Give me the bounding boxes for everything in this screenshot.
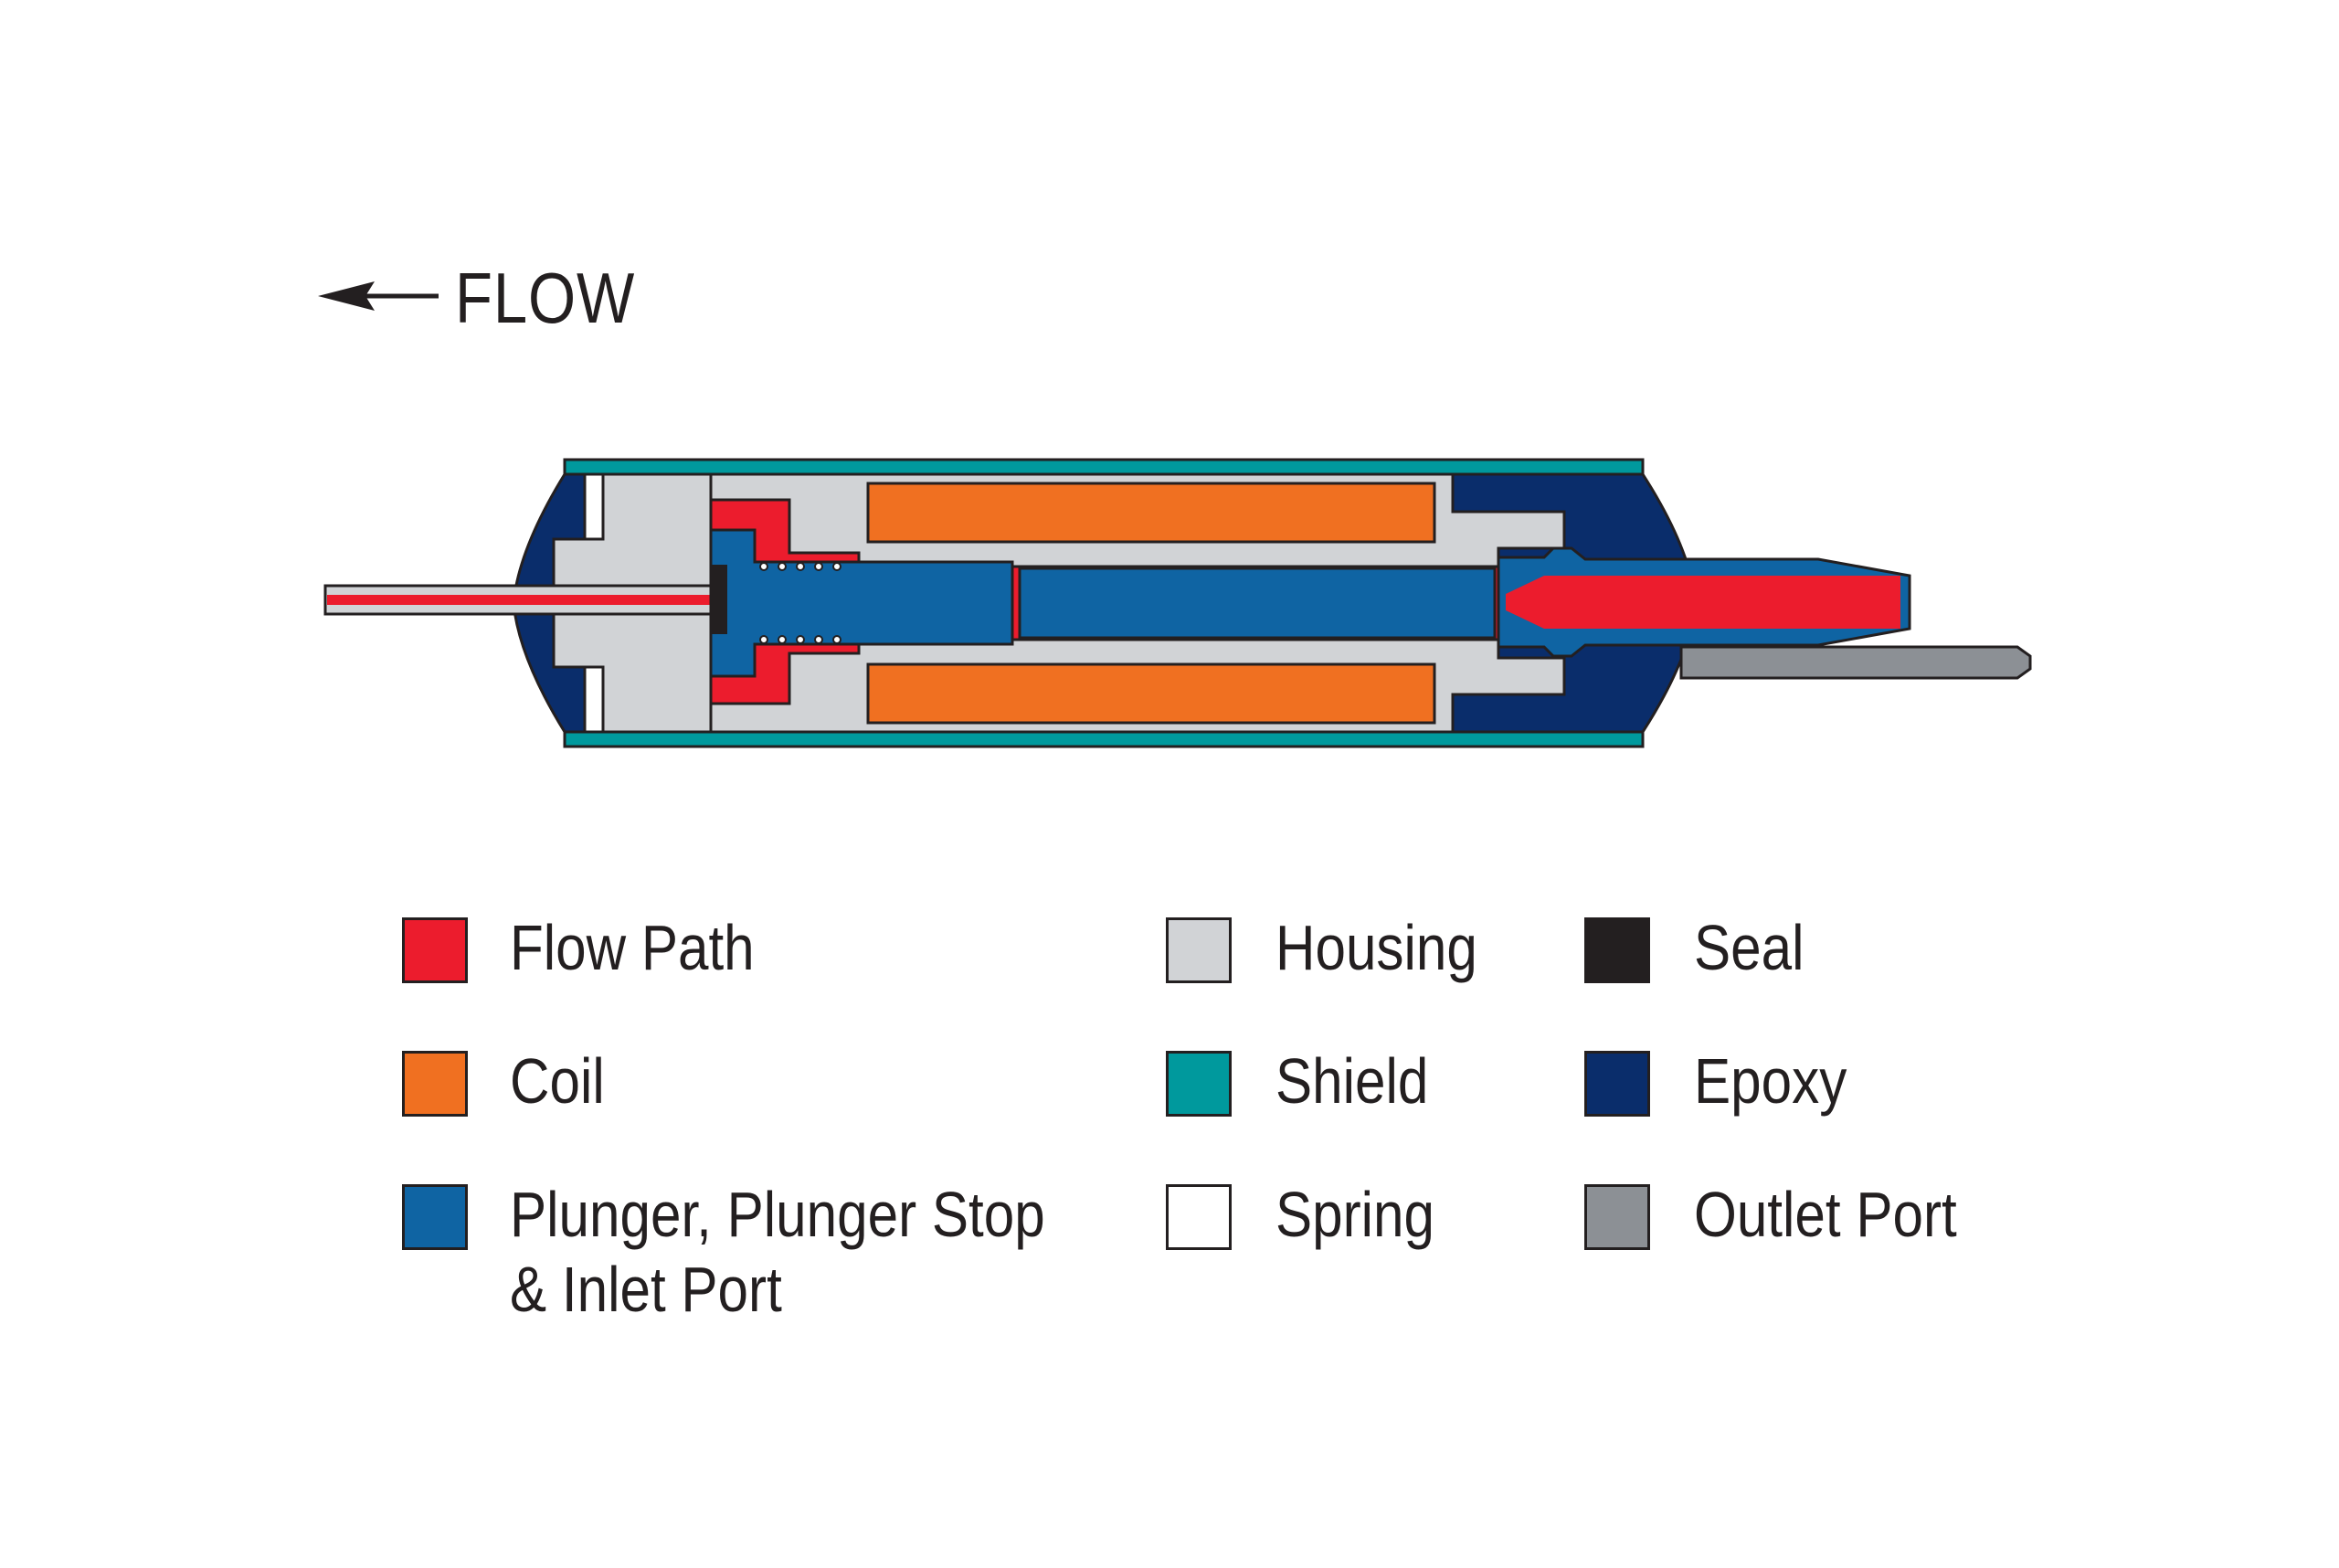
coil-bottom	[866, 662, 1436, 725]
shield-bottom	[563, 730, 1645, 748]
inlet-tube-flow	[327, 595, 711, 605]
spring	[759, 562, 841, 644]
plunger	[1018, 567, 1497, 640]
outlet-port	[1679, 645, 2032, 680]
inlet-port-flow-path	[1506, 576, 1900, 629]
seal	[711, 565, 727, 634]
shield-top	[563, 458, 1645, 476]
coil-top	[866, 482, 1436, 544]
flow-arrow-icon	[318, 281, 439, 311]
flow-label: FLOW	[455, 258, 636, 338]
